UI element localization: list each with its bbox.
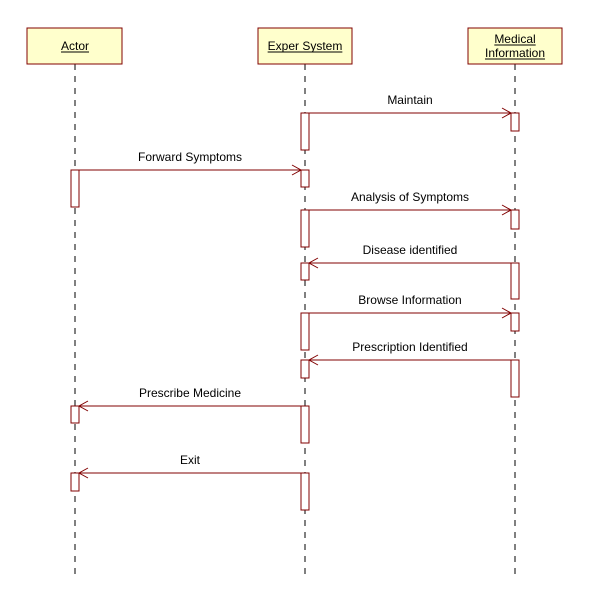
lifeline-expert-title: Exper System <box>268 39 343 53</box>
activation-bar-actor <box>70 405 80 424</box>
message-label: Browse Information <box>358 293 461 307</box>
lifeline-medical-title: Information <box>485 46 545 60</box>
lifeline-medical-title: Medical <box>494 32 535 46</box>
activation-bar-expert <box>300 262 310 281</box>
activation-bar-medical <box>510 359 520 398</box>
message-5: Browse Information <box>309 293 513 319</box>
lifeline-medical-box <box>467 27 563 65</box>
activation-bar-expert <box>300 405 310 444</box>
lifeline-expert: Exper System <box>257 27 353 574</box>
lifeline-actor: Actor <box>26 27 123 574</box>
message-3: Analysis of Symptoms <box>309 190 513 216</box>
activation-bar-medical <box>510 209 520 230</box>
activation-bar-actor <box>70 472 80 492</box>
activations <box>70 112 520 511</box>
activation-bar-expert <box>300 112 310 151</box>
message-2: Forward Symptoms <box>79 150 303 176</box>
activation-bar-expert <box>300 472 310 511</box>
message-1: Maintain <box>309 93 513 119</box>
activation-bar-expert <box>300 312 310 351</box>
activation-bar-expert <box>300 359 310 379</box>
message-4: Disease identified <box>307 243 511 269</box>
activation-bar-actor <box>70 169 80 208</box>
activation-bar-expert <box>300 209 310 248</box>
message-label: Exit <box>180 453 201 467</box>
message-arrowhead <box>501 107 513 119</box>
activation-bar-medical <box>510 262 520 300</box>
message-label: Prescribe Medicine <box>139 386 241 400</box>
message-arrowhead <box>77 400 89 412</box>
activation-bar-medical <box>510 312 520 332</box>
message-label: Disease identified <box>363 243 458 257</box>
activation-bar-medical <box>510 112 520 132</box>
message-8: Exit <box>77 453 301 479</box>
message-6: Prescription Identified <box>307 340 511 366</box>
message-arrowhead <box>307 354 319 366</box>
activation-bar-expert <box>300 169 310 188</box>
message-arrowhead <box>307 257 319 269</box>
message-label: Forward Symptoms <box>138 150 242 164</box>
message-arrowhead <box>291 164 303 176</box>
message-arrowhead <box>77 467 89 479</box>
lifeline-actor-title: Actor <box>61 39 89 53</box>
message-7: Prescribe Medicine <box>77 386 301 412</box>
message-label: Prescription Identified <box>352 340 467 354</box>
message-label: Analysis of Symptoms <box>351 190 469 204</box>
lifeline-actor-box <box>26 27 123 65</box>
message-label: Maintain <box>387 93 432 107</box>
message-arrowhead <box>501 204 513 216</box>
message-arrowhead <box>501 307 513 319</box>
lifeline-expert-box <box>257 27 353 65</box>
